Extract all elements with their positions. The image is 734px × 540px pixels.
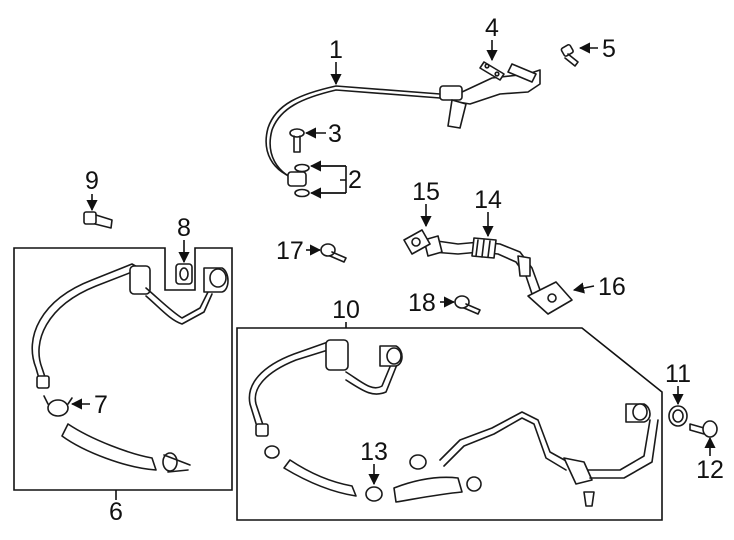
callout-17: 17 [276,237,304,265]
part-3-bolt [289,128,305,153]
callout-15: 15 [412,178,440,206]
callout-7: 7 [94,391,108,419]
part-5-bolt [560,43,579,67]
callout-18: 18 [408,289,436,317]
part-2-washers [294,163,310,198]
callout-9: 9 [85,167,99,195]
part-16-gasket [527,281,573,315]
part-14-pipe [423,235,541,295]
part-11-seal [668,405,688,427]
callout-16: 16 [598,273,626,301]
part-10-return-line-assembly [248,339,659,507]
part-8-washer [175,263,193,285]
callout-8: 8 [177,214,191,242]
part-13-clamp [365,486,383,502]
callout-2: 2 [348,166,362,194]
callout-11: 11 [665,360,691,388]
part-1-feed-line [265,63,541,187]
leader-2 [312,165,347,194]
part-15-gasket [403,229,431,255]
callout-6: 6 [109,498,123,526]
callout-12: 12 [696,456,724,484]
callout-3: 3 [328,120,342,148]
callout-5: 5 [602,35,616,63]
callout-13: 13 [360,438,388,466]
callout-4: 4 [485,14,499,42]
callout-14: 14 [474,186,502,214]
callout-1: 1 [329,36,343,64]
part-9-bolt [83,211,113,229]
part-4-gasket [479,61,505,81]
part-18-bolt [454,295,481,315]
part-17-bolt [320,243,347,263]
group-box-6 [13,247,233,491]
part-6-return-line-assembly [31,263,229,473]
leader-16 [572,282,595,294]
part-12-bolt [689,420,718,438]
part-7-clamp [43,395,73,417]
callout-10: 10 [332,296,360,324]
group-box-10 [236,327,663,521]
